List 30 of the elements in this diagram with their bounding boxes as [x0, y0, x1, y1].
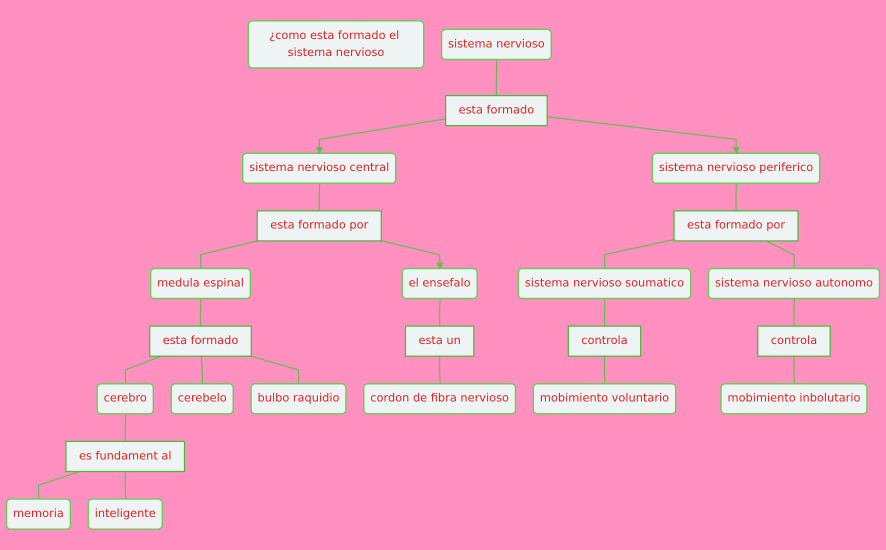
arrow [381, 240, 444, 270]
node-box: esta un [404, 326, 474, 357]
connector [200, 240, 258, 269]
connector [496, 60, 498, 96]
node-box: esta formado [149, 326, 252, 357]
connector [735, 184, 738, 211]
connector [766, 240, 795, 269]
connector [793, 356, 795, 384]
connector [124, 414, 126, 442]
connector [439, 356, 441, 384]
connector [439, 298, 441, 326]
connector [200, 298, 202, 326]
node-box: controla [568, 326, 642, 357]
node-box: esta formado por [673, 210, 799, 242]
connector [200, 356, 204, 384]
arrow [316, 118, 446, 154]
connector [318, 184, 320, 211]
connector [604, 356, 606, 384]
connector [793, 298, 795, 326]
connector [604, 298, 606, 326]
node-box: esta formado [445, 94, 548, 126]
connector [38, 470, 80, 500]
node-box: es fundament al [65, 440, 186, 472]
node-box: controla [757, 326, 831, 357]
connector [124, 356, 162, 384]
arrow [547, 116, 740, 154]
node-box: esta formado por [256, 210, 382, 242]
connector [604, 238, 674, 269]
connector [251, 356, 300, 384]
connector [124, 471, 126, 500]
